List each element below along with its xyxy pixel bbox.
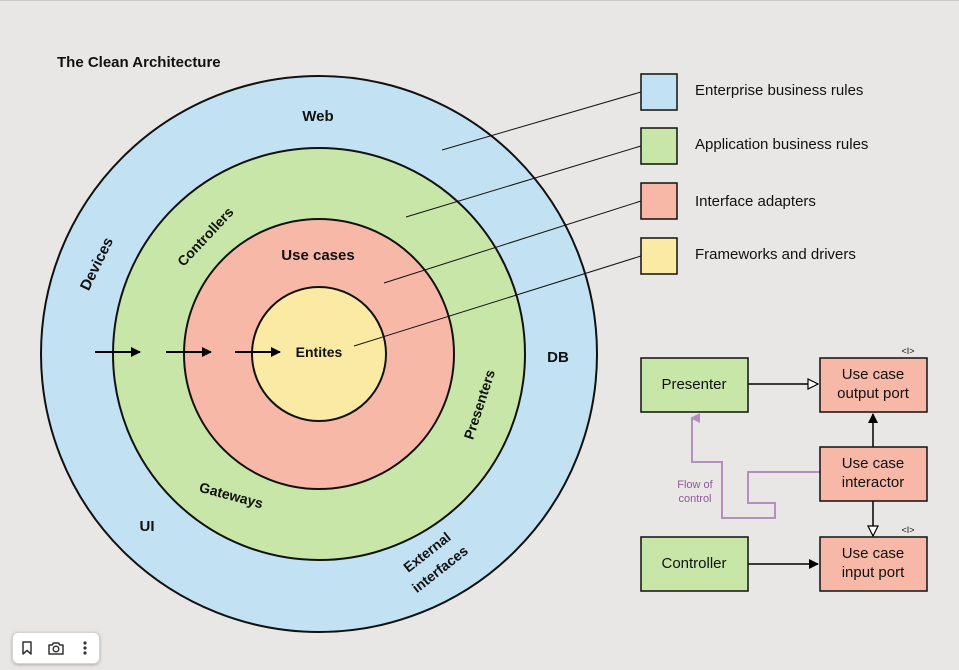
diagram-title: The Clean Architecture (57, 54, 221, 71)
label-ui: UI (140, 518, 155, 535)
input-port-label-1: Use case (842, 545, 905, 562)
legend-leader-adapters (383, 200, 642, 284)
output-port-interface-tag: <I> (901, 346, 914, 356)
legend-swatch-frameworks (640, 237, 678, 275)
legend-leader-enterprise (441, 91, 642, 151)
flow-label-1: Flow of (677, 479, 713, 491)
top-border (0, 0, 959, 1)
floating-toolbar (12, 632, 100, 664)
controller-box (640, 536, 749, 592)
input-port-label-2: input port (842, 564, 905, 581)
label-use-cases: Use cases (281, 247, 354, 264)
label-entities: Entites (296, 344, 343, 360)
legend-swatch-application (640, 127, 678, 165)
legend-leader-frameworks (353, 255, 642, 347)
legend-leader-application (405, 145, 642, 218)
output-port-label-2: output port (837, 385, 910, 402)
output-port-label-1: Use case (842, 366, 905, 383)
legend-label-frameworks: Frameworks and drivers (695, 246, 856, 263)
output-port-box (819, 357, 928, 413)
input-port-box (819, 536, 928, 592)
legend-swatch-adapters (640, 182, 678, 220)
legend-label-enterprise: Enterprise business rules (695, 82, 863, 99)
interactor-label-1: Use case (842, 455, 905, 472)
bookmark-icon (22, 641, 33, 655)
screenshot-button[interactable] (45, 637, 67, 659)
flow-label-2: control (678, 493, 711, 505)
controller-label: Controller (661, 555, 726, 572)
label-db: DB (547, 349, 569, 366)
flow-of-control-line (690, 413, 820, 519)
interactor-box (819, 446, 928, 502)
legend-label-adapters: Interface adapters (695, 193, 816, 210)
label-web: Web (302, 108, 333, 125)
legend-swatch-enterprise (640, 73, 678, 111)
camera-icon (48, 642, 64, 655)
more-options-button[interactable] (74, 637, 96, 659)
more-icon (83, 641, 87, 655)
legend-label-application: Application business rules (695, 136, 868, 153)
bookmark-button[interactable] (16, 637, 38, 659)
presenter-label: Presenter (661, 376, 726, 393)
input-port-interface-tag: <I> (901, 525, 914, 535)
presenter-box (640, 357, 749, 413)
ring-enterprise-rules (251, 286, 387, 422)
interactor-label-2: interactor (842, 474, 905, 491)
